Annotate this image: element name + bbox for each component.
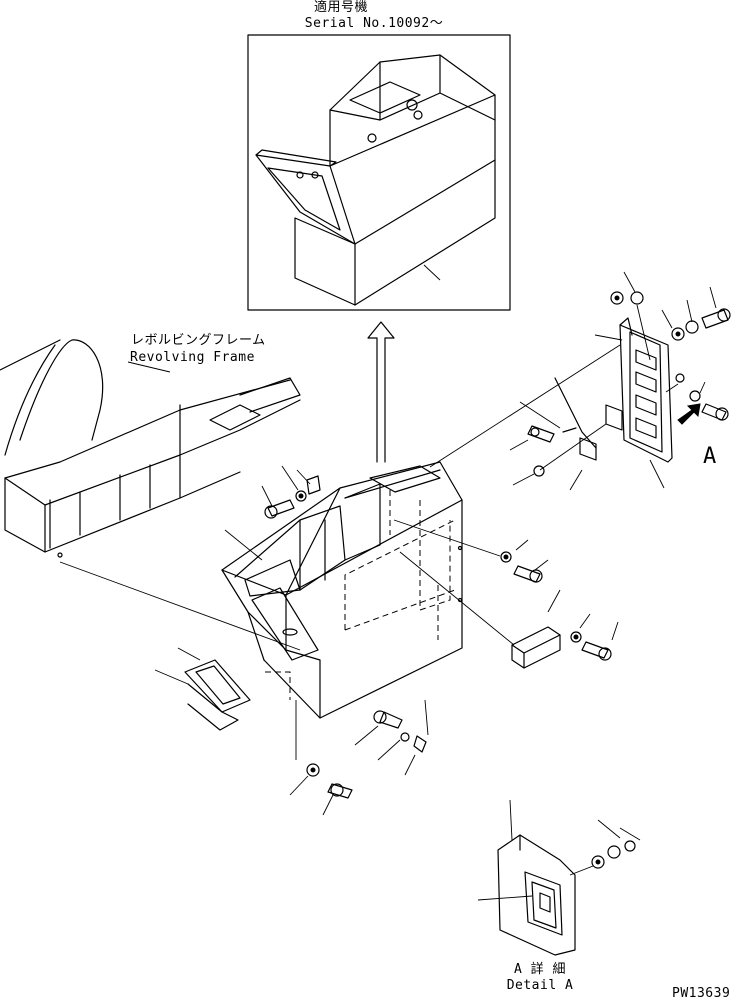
detail-label-jp: A 詳 細 [514,962,566,977]
detail-label-en: Detail A [506,978,574,993]
bracket-assembly [429,271,731,491]
bolt-set-upper-left [261,465,321,519]
serial-inset-frame [247,34,511,311]
serial-note-en: Serial No.10092～ [304,16,444,31]
bolt-set-right [393,519,549,583]
frame-label-en: Revolving Frame [130,350,255,365]
serial-note-jp: 適用号機 [313,0,368,15]
floor-mat [154,647,251,731]
drawing-code: PW13639 [672,986,731,1001]
bolt-set-lower [289,699,429,816]
console-box [221,461,463,719]
revolving-frame [0,339,301,651]
view-marker-a: A [703,444,717,469]
frame-label-jp: レボルビングフレーム [131,333,266,348]
detail-a-view [477,799,641,956]
upgrade-arrow [367,321,395,463]
battery-block [399,551,619,669]
